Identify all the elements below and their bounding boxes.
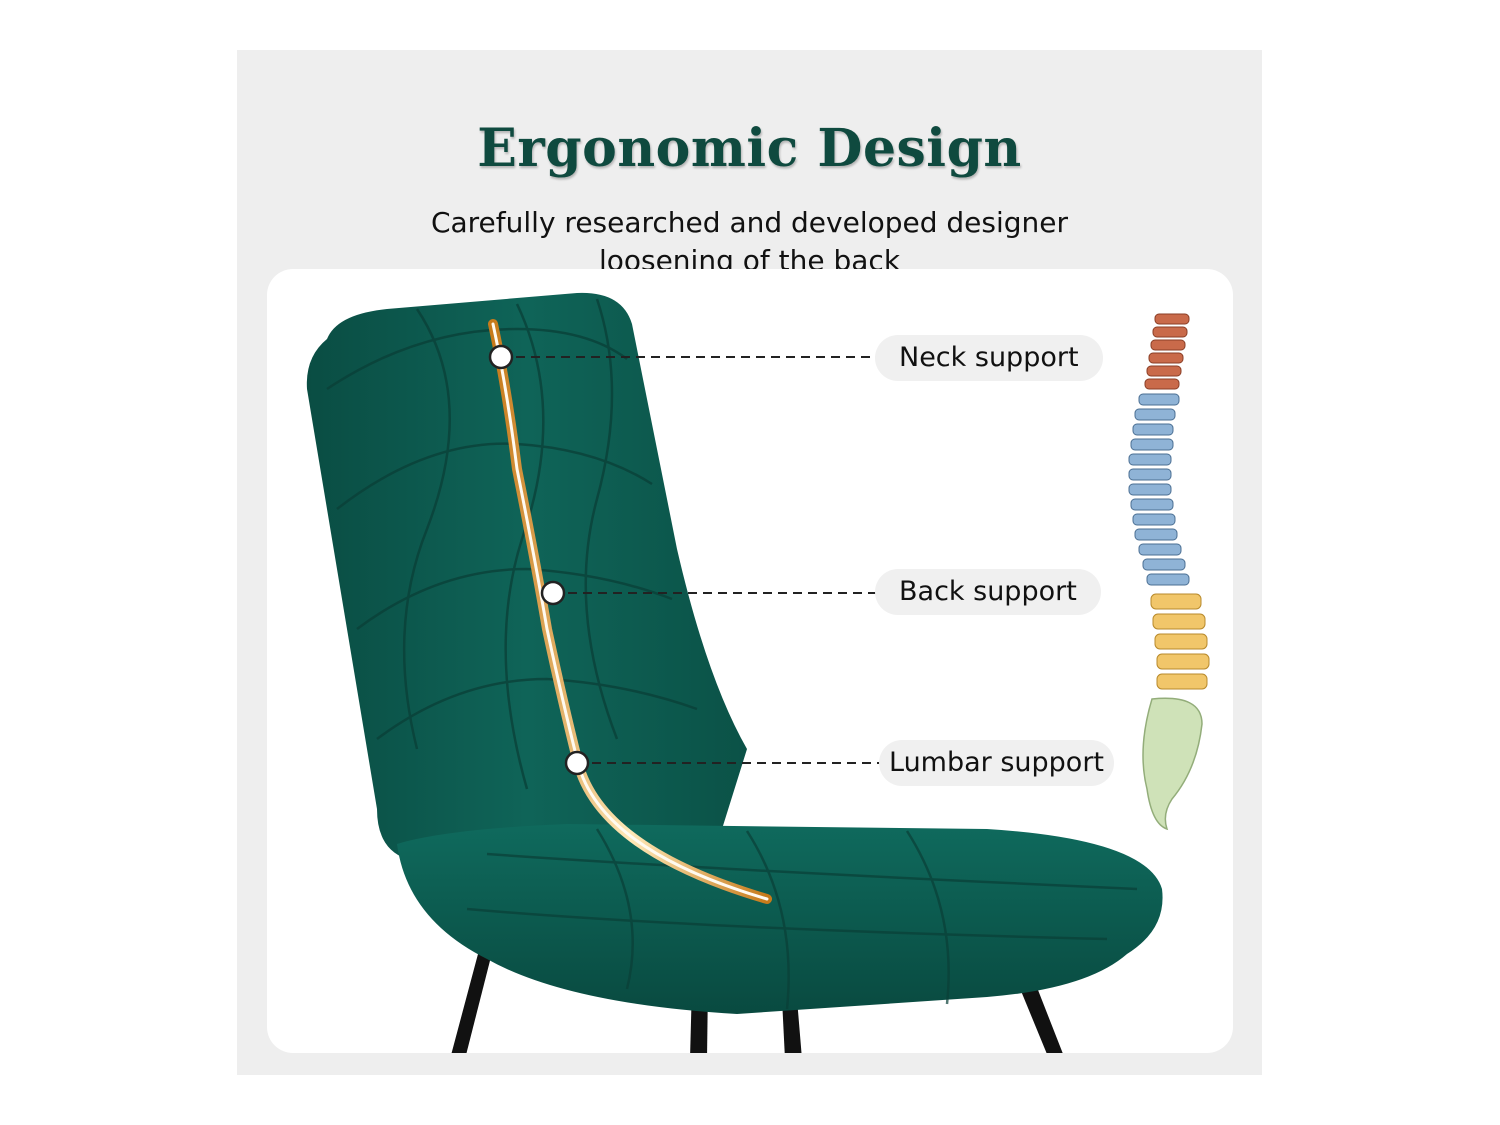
callout-neck-support: Neck support: [875, 335, 1103, 381]
seat-stitching: [466, 828, 1138, 1010]
chair-backrest: [306, 292, 747, 859]
feature-panel: Ergonomic Design Carefully researched an…: [237, 50, 1262, 1075]
subtitle-line-1: Carefully researched and developed desig…: [430, 206, 1069, 239]
lumbar-marker: [564, 750, 590, 776]
leader-lines: [501, 356, 882, 764]
callout-lumbar-support: Lumbar support: [879, 740, 1115, 786]
page-title: Ergonomic Design: [477, 118, 1022, 179]
back-marker: [540, 580, 566, 606]
support-markers: [488, 344, 590, 776]
callout-back-support: Back support: [875, 569, 1101, 615]
page-subtitle: Carefully researched and developed desig…: [337, 204, 1162, 280]
neck-marker: [488, 344, 514, 370]
chair-seat: [397, 824, 1163, 1014]
product-card: Neck support Back support Lumbar support: [267, 269, 1233, 1053]
spine-illustration: [1128, 313, 1210, 831]
chair-illustration: [306, 292, 1210, 1053]
